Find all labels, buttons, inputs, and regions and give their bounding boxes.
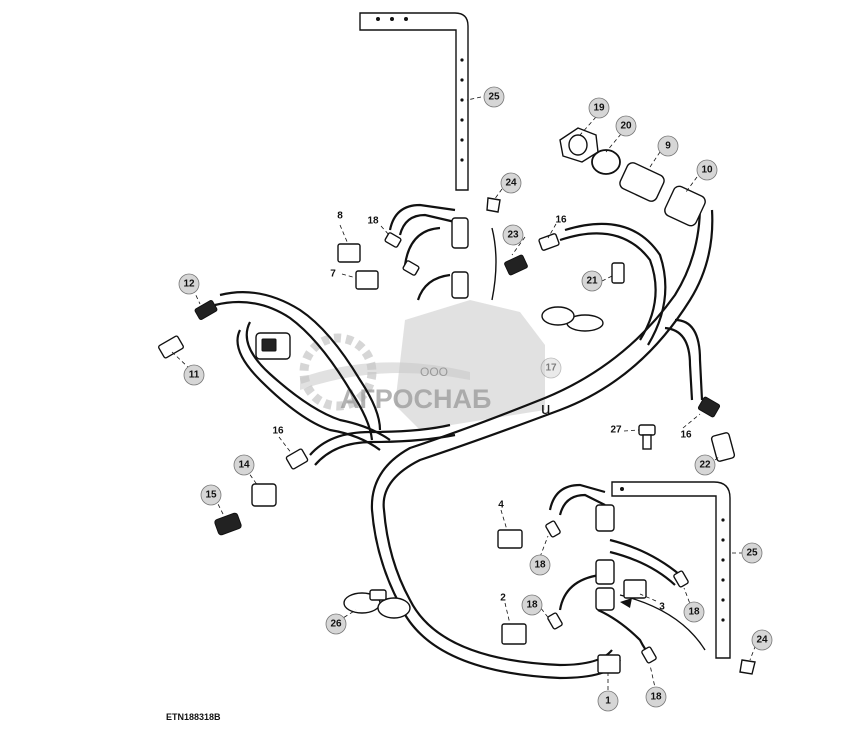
svg-text:18: 18 — [650, 692, 662, 703]
svg-text:26: 26 — [330, 619, 342, 630]
svg-text:12: 12 — [183, 279, 195, 290]
svg-text:23: 23 — [507, 230, 519, 241]
svg-text:20: 20 — [620, 121, 632, 132]
harness-wires — [214, 203, 714, 680]
callout-24-bottom: 24 — [751, 629, 773, 651]
callout-21: 21 — [581, 270, 603, 292]
svg-text:25: 25 — [746, 548, 758, 559]
svg-text:19: 19 — [593, 103, 605, 114]
svg-text:14: 14 — [238, 460, 250, 471]
callout-9: 9 — [657, 135, 679, 157]
figure-id: ETN188318B — [166, 712, 221, 722]
svg-text:15: 15 — [205, 490, 217, 501]
callout-1: 1 — [597, 690, 619, 712]
svg-text:9: 9 — [665, 141, 671, 152]
callout-4: 4 — [498, 500, 504, 511]
callout-25-bottom: 25 — [741, 542, 763, 564]
callout-26: 26 — [325, 613, 347, 635]
svg-text:7: 7 — [330, 269, 336, 280]
bracket-top — [359, 12, 469, 191]
callout-20: 20 — [615, 115, 637, 137]
callout-3: 3 — [659, 602, 665, 613]
svg-text:4: 4 — [498, 500, 504, 511]
callout-27: 27 — [610, 425, 622, 436]
callout-10: 10 — [696, 159, 718, 181]
svg-text:27: 27 — [610, 425, 622, 436]
svg-text:16: 16 — [555, 215, 567, 226]
callout-18-lower: 18 — [521, 594, 543, 616]
callout-2: 2 — [500, 593, 506, 604]
svg-text:22: 22 — [699, 460, 711, 471]
callout-22: 22 — [694, 454, 716, 476]
svg-text:24: 24 — [756, 635, 768, 646]
callout-25-top: 25 — [483, 86, 505, 108]
callout-18-mid: 18 — [529, 554, 551, 576]
svg-text:24: 24 — [505, 178, 517, 189]
callout-7: 7 — [330, 269, 336, 280]
callout-18-right: 18 — [683, 601, 705, 623]
callout-24-top: 24 — [500, 172, 522, 194]
svg-text:10: 10 — [701, 165, 713, 176]
svg-text:18: 18 — [526, 600, 538, 611]
svg-text:1: 1 — [605, 696, 611, 707]
callout-12: 12 — [178, 273, 200, 295]
watermark-suffix: u — [541, 399, 550, 418]
watermark-prefix: ООО — [420, 365, 448, 379]
callout-15: 15 — [200, 484, 222, 506]
svg-text:2: 2 — [500, 593, 506, 604]
svg-text:16: 16 — [272, 426, 284, 437]
svg-text:18: 18 — [534, 560, 546, 571]
callouts: 25 24 19 20 9 10 8 18 7 23 16 21 12 11 1… — [178, 86, 773, 712]
svg-text:18: 18 — [688, 607, 700, 618]
callout-19: 19 — [588, 97, 610, 119]
callout-11: 11 — [183, 364, 205, 386]
callout-16-top: 16 — [555, 215, 567, 226]
components — [158, 127, 756, 675]
callout-8: 8 — [337, 211, 343, 222]
svg-text:25: 25 — [488, 92, 500, 103]
svg-text:16: 16 — [680, 430, 692, 441]
svg-text:21: 21 — [586, 276, 598, 287]
callout-16-left: 16 — [272, 426, 284, 437]
svg-text:18: 18 — [367, 216, 379, 227]
callout-16-right: 16 — [680, 430, 692, 441]
svg-text:8: 8 — [337, 211, 343, 222]
callout-18-top: 18 — [367, 216, 379, 227]
svg-text:17: 17 — [545, 363, 557, 374]
bracket-bottom — [611, 481, 731, 659]
svg-text:11: 11 — [189, 370, 200, 381]
callout-17: 17 — [540, 357, 562, 379]
callout-18-bottom: 18 — [645, 686, 667, 708]
svg-text:3: 3 — [659, 602, 665, 613]
callout-14: 14 — [233, 454, 255, 476]
callout-23: 23 — [502, 224, 524, 246]
